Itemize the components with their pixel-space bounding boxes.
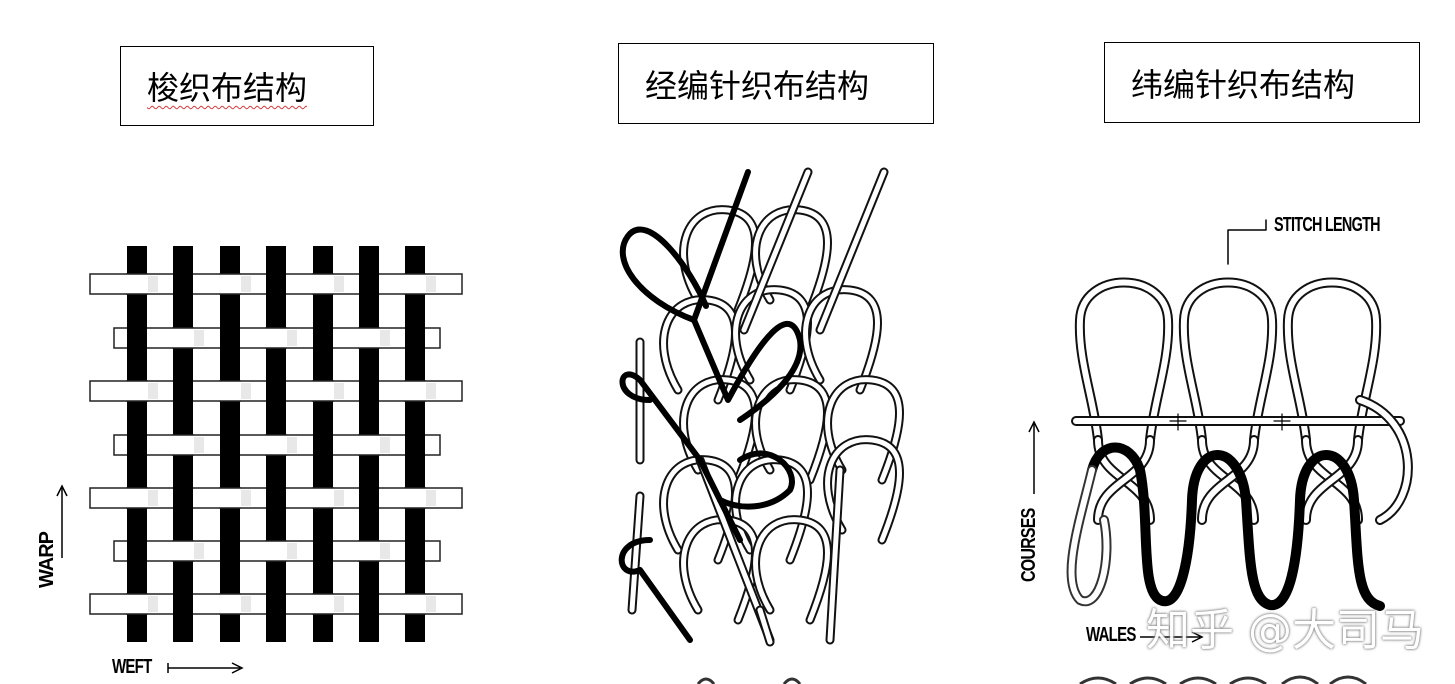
wales-label: WALES xyxy=(1086,624,1136,646)
warp-yarn xyxy=(405,246,425,642)
warp-yarn xyxy=(127,246,147,642)
stitch-length-marker xyxy=(1227,219,1267,265)
wales-arrow-icon xyxy=(1140,631,1204,643)
warp-knit-diagram xyxy=(618,167,904,647)
woven-diagram xyxy=(89,246,463,642)
warp-knit-title: 经编针织布结构 xyxy=(645,66,870,105)
stitch-length-label: STITCH LENGTH xyxy=(1274,214,1381,236)
courses-arrow-icon xyxy=(1028,420,1040,494)
warp-arrow-icon xyxy=(56,484,68,558)
woven-title: 梭织布结构 xyxy=(147,69,308,107)
warp-yarn xyxy=(220,246,240,642)
watermark: 知乎 @大司马 xyxy=(1146,605,1424,656)
warp-knit-title-box: 经编针织布结构 xyxy=(618,43,934,124)
weft-knit-diagram xyxy=(1066,219,1413,611)
woven-title-box: 梭织布结构 xyxy=(120,46,374,126)
courses-label: COURSES xyxy=(1018,508,1040,582)
weft-knit-title: 纬编针织布结构 xyxy=(1131,65,1356,104)
warp-yarn xyxy=(313,246,333,642)
warp-label: WARP xyxy=(36,532,58,588)
weft-label: WEFT xyxy=(112,656,152,678)
weft-arrow-icon xyxy=(167,662,244,674)
weft-knit-title-box: 纬编针织布结构 xyxy=(1104,42,1420,123)
